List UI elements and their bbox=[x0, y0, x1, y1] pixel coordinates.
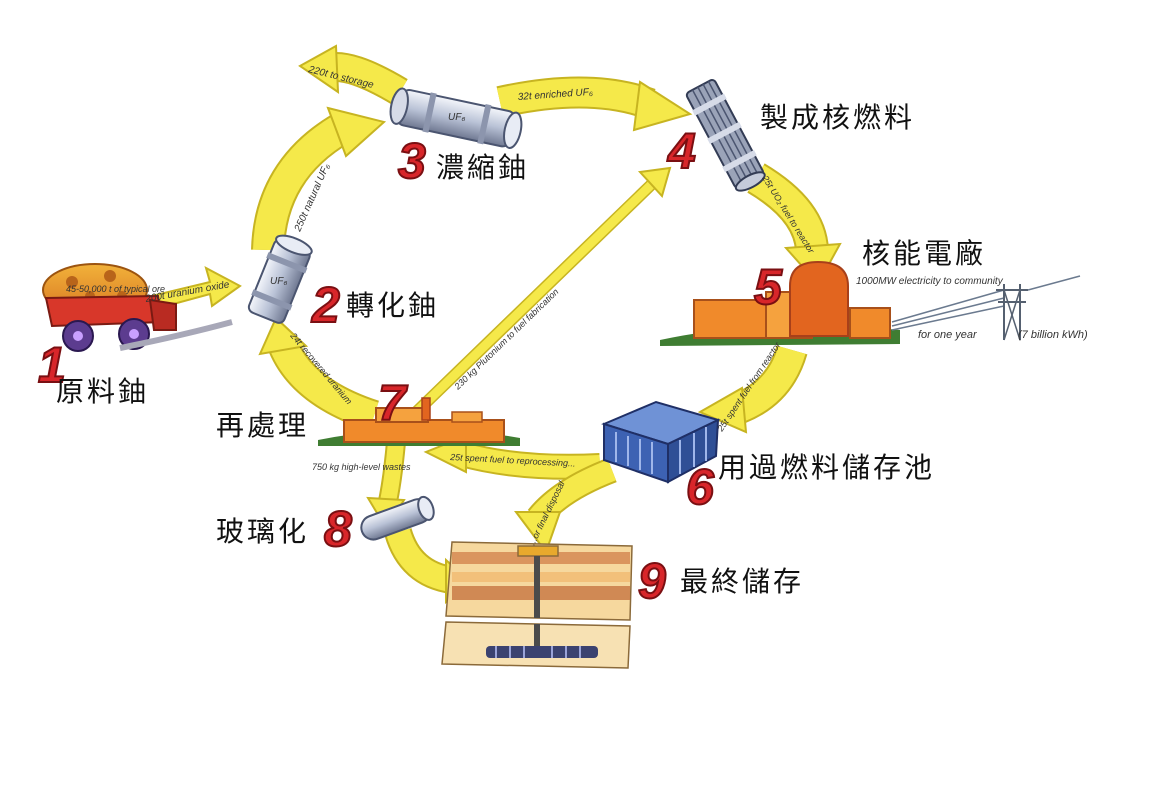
arrow-label-enrich-to-fab: 32t enriched UF₆ bbox=[517, 87, 593, 103]
conversion-cylinder-mark: UF₆ bbox=[270, 276, 287, 287]
wastes-note: 750 kg high-level wastes bbox=[312, 462, 411, 472]
power-plant-illustration bbox=[660, 260, 1005, 346]
step-number-3: 3 bbox=[397, 133, 427, 189]
arrow-conversion-to-enrichment bbox=[251, 106, 387, 251]
step-label-4: 製成核燃料 bbox=[760, 101, 916, 134]
spent-fuel-pool-illustration bbox=[601, 400, 721, 484]
enrichment-cylinder-illustration bbox=[389, 87, 523, 149]
step-label-9: 最終儲存 bbox=[680, 565, 805, 598]
step-number-1: 1 bbox=[37, 337, 67, 393]
one-year-note: for one year bbox=[918, 329, 978, 341]
conversion-cylinder-illustration bbox=[247, 234, 313, 324]
mine-truck-illustration bbox=[42, 263, 233, 352]
kwh-note: (7 billion kWh) bbox=[1018, 329, 1088, 341]
arrow-plutonium-to-fabrication bbox=[403, 166, 672, 425]
reprocessing-plant-illustration bbox=[318, 397, 520, 446]
step-label-1: 原料鈾 bbox=[56, 375, 150, 408]
step-number-6: 6 bbox=[685, 459, 715, 515]
step-label-6: 用過燃料儲存池 bbox=[718, 451, 936, 484]
glass-log-illustration bbox=[360, 495, 435, 541]
step-label-8: 玻璃化 bbox=[216, 515, 310, 548]
step-number-7: 7 bbox=[377, 375, 407, 431]
arrow-label-plutonium: 230 kg Plutonium to fuel fabrication bbox=[452, 287, 561, 393]
step-label-3: 濃縮鈾 bbox=[436, 151, 530, 184]
step-label-5: 核能電廠 bbox=[862, 237, 987, 270]
arrow-to-storage bbox=[298, 44, 408, 105]
arrow-reactor-to-pool bbox=[697, 345, 808, 434]
ore-note: 45-50,000 t of typical ore bbox=[66, 284, 165, 294]
arrow-final-disposal bbox=[514, 457, 617, 555]
arrow-enrichment-to-fabrication bbox=[496, 76, 693, 132]
arrow-reprocessing-to-conversion bbox=[258, 316, 380, 432]
fuel-assembly-illustration bbox=[685, 78, 766, 192]
step-number-8: 8 bbox=[323, 501, 353, 557]
repository-illustration bbox=[441, 541, 633, 669]
enrichment-cylinder-mark: UF₆ bbox=[448, 112, 465, 123]
electricity-note: 1000MW electricity to community bbox=[856, 276, 1004, 287]
step-label-2: 轉化鈾 bbox=[346, 289, 440, 322]
step-number-4: 4 bbox=[667, 123, 697, 179]
step-number-9: 9 bbox=[637, 553, 667, 609]
step-label-7: 再處理 bbox=[216, 409, 310, 442]
step-number-5: 5 bbox=[753, 259, 783, 315]
pylon-icon bbox=[996, 275, 1081, 341]
step-number-2: 2 bbox=[311, 277, 341, 333]
